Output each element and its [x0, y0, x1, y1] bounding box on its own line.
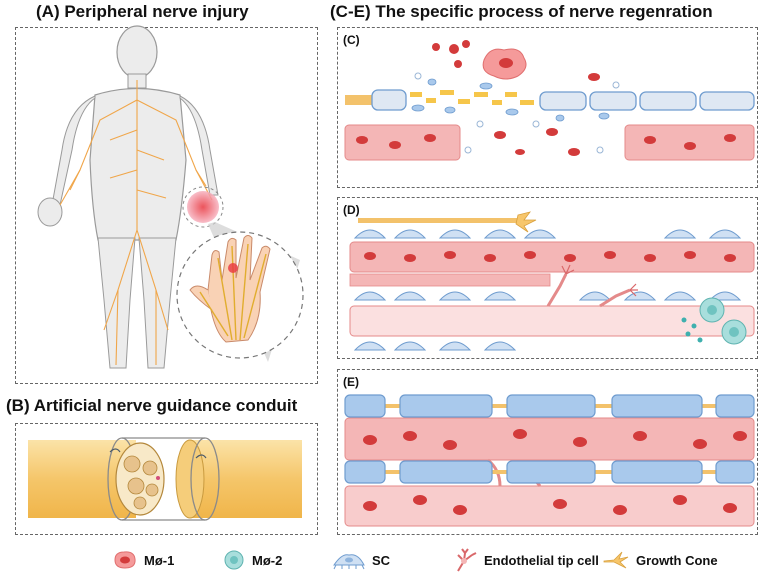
- diagram-canvas: [28, 25, 755, 527]
- panel-b-frame: [15, 423, 318, 535]
- legend-label-sc: SC: [372, 552, 391, 568]
- panel-c-label: (C): [343, 33, 360, 47]
- m1-macrophage-icon: [114, 551, 136, 569]
- growth-cone-icon: [603, 551, 629, 569]
- panel-e-frame: [337, 369, 758, 535]
- legend-item-endothelial: Endothelial tip cell: [452, 545, 599, 575]
- legend-label-m1: Mø-1: [144, 552, 175, 568]
- panel-e-illustration: [344, 394, 755, 527]
- legend: Mø-1 Mø-2 SC Endothelial tip cell Growth…: [0, 545, 764, 575]
- panel-ce-title: (C-E) The specific process of nerve rege…: [330, 2, 713, 21]
- hand-closeup: [189, 235, 271, 343]
- injury-site-marker: [187, 191, 219, 223]
- endothelial-tip-cell-icon: [457, 548, 477, 572]
- legend-item-sc: SC: [332, 545, 390, 575]
- nerve-conduit-illustration: [28, 437, 302, 521]
- legend-item-m1: Mø-1: [112, 545, 174, 575]
- panel-e-label: (E): [343, 375, 359, 389]
- legend-label-endothelial: Endothelial tip cell: [484, 552, 599, 568]
- panel-d-illustration: [349, 211, 755, 351]
- panel-c-frame: [337, 27, 758, 188]
- m2-macrophage-icon: [224, 550, 244, 570]
- panel-a-title: (A) Peripheral nerve injury: [36, 2, 249, 21]
- legend-item-m2: Mø-2: [222, 545, 282, 575]
- legend-item-growth-cone: Growth Cone: [602, 545, 718, 575]
- panel-d-label: (D): [343, 203, 360, 217]
- injury-highlight-ring: [182, 186, 224, 228]
- panel-b-title: (B) Artificial nerve guidance conduit: [6, 396, 298, 415]
- human-body-figure: [37, 25, 219, 369]
- panel-c-illustration: [344, 40, 755, 161]
- panel-a-frame: [15, 27, 318, 384]
- legend-label-m2: Mø-2: [252, 552, 283, 568]
- legend-label-growth-cone: Growth Cone: [636, 552, 718, 568]
- panel-d-frame: [337, 197, 758, 359]
- schwann-cell-icon: [333, 554, 365, 570]
